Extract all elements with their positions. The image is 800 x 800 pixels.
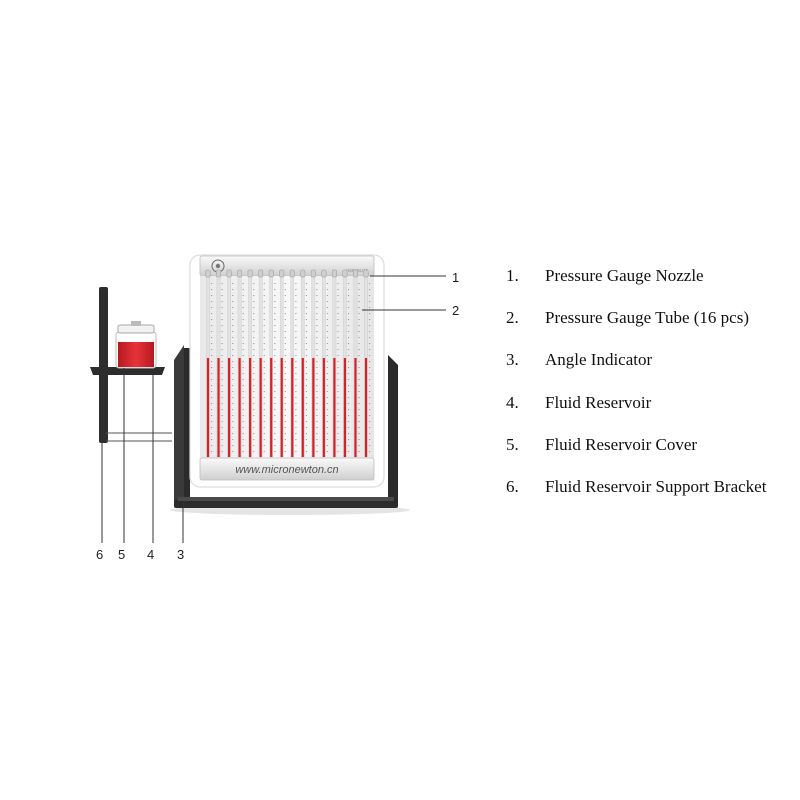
pressure-gauge-tube [216, 269, 223, 458]
pressure-gauge-tube [289, 269, 297, 458]
parts-legend: 1. Pressure Gauge Nozzle 2. Pressure Gauge… [506, 266, 796, 519]
legend-number: 1. [506, 266, 519, 285]
pressure-gauge-tube [237, 269, 244, 458]
legend-item: 2. Pressure Gauge Tube (16 pcs) [506, 308, 796, 336]
legend-item: 3. Angle Indicator [506, 350, 796, 378]
legend-number: 2. [506, 308, 519, 328]
legend-item: 1. Pressure Gauge Nozzle [506, 266, 796, 294]
pressure-gauge-tube [363, 269, 371, 458]
legend-text: Pressure Gauge Tube (16 pcs) [545, 308, 749, 328]
pressure-gauge-tube [310, 269, 318, 458]
legend-item: 4. Fluid Reservoir [506, 393, 796, 421]
callout-4: 4 [147, 547, 154, 562]
pressure-gauge-tube [331, 269, 339, 458]
legend-number: 3. [506, 350, 519, 370]
pressure-gauge-tube [321, 269, 329, 458]
nozzle-header [199, 255, 375, 277]
pressure-gauge-tube [279, 269, 286, 458]
legend-item: 5. Fluid Reservoir Cover [506, 435, 796, 463]
callout-1: 1 [452, 270, 459, 285]
pressure-gauge-tubes [205, 269, 371, 458]
stand-frame [174, 345, 398, 508]
pressure-gauge-tube [268, 269, 276, 458]
fluid-reservoir [115, 321, 157, 369]
legend-number: 4. [506, 392, 519, 412]
pressure-gauge-tube [300, 269, 307, 458]
callout-5: 5 [118, 547, 125, 562]
pressure-gauge-tube [342, 269, 350, 458]
pressure-gauge-tube [226, 269, 234, 458]
pressure-gauge-tube [258, 269, 265, 458]
legend-item: 6. Fluid Reservoir Support Bracket [506, 477, 796, 505]
legend-text: Pressure Gauge Nozzle [545, 266, 704, 285]
fluid-reservoir-support-bracket [90, 287, 172, 443]
gauge-panel: HSF16U22 www.micronewton.cn [189, 254, 385, 488]
fluid-reservoir-cover [117, 324, 155, 334]
legend-text: Fluid Reservoir [545, 392, 652, 412]
legend-text: Angle Indicator [545, 350, 653, 370]
legend-number: 5. [506, 434, 519, 454]
website-label: www.micronewton.cn [235, 464, 338, 476]
pressure-gauge-tube [353, 269, 360, 458]
leader-lines [101, 275, 446, 543]
callout-3: 3 [177, 547, 184, 562]
fluid-fill [118, 342, 154, 367]
legend-text: Fluid Reservoir Cover [545, 434, 698, 454]
legend-text: Fluid Reservoir Support Bracket [545, 476, 767, 496]
legend-number: 6. [506, 476, 519, 496]
pressure-gauge-tube [247, 269, 255, 458]
callout-2: 2 [452, 303, 459, 318]
callout-6: 6 [96, 547, 103, 562]
pressure-gauge-tube [205, 269, 213, 458]
